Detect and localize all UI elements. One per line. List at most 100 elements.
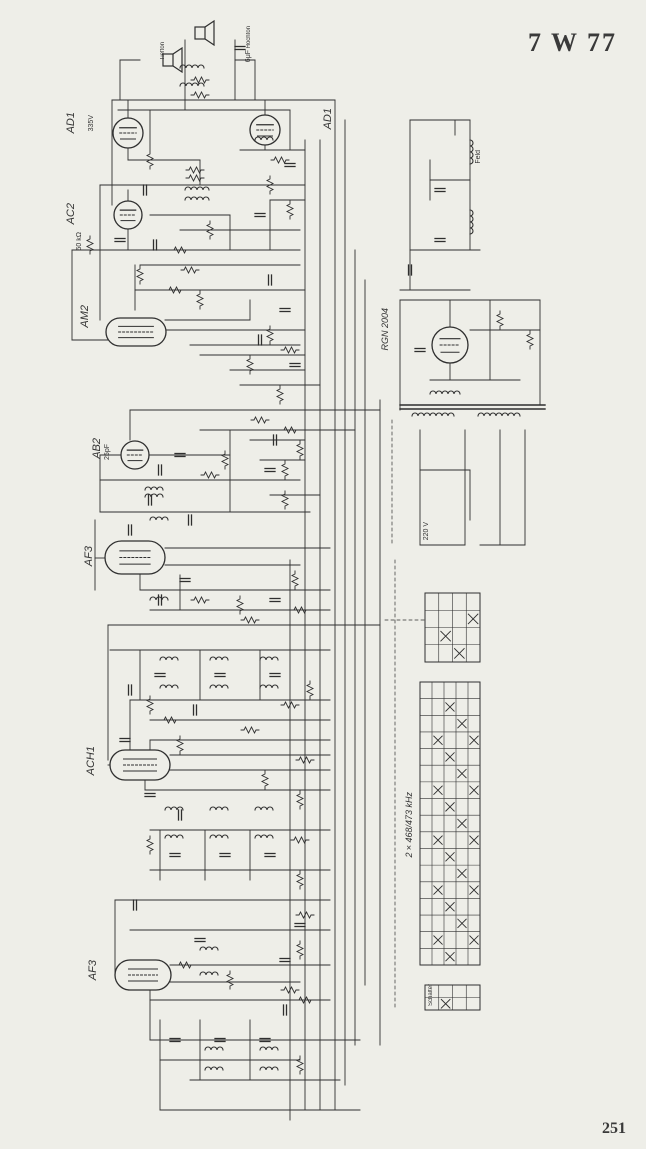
- resistor: [295, 1055, 305, 1075]
- table-cross-mark: [469, 785, 479, 796]
- coil: [199, 971, 219, 976]
- table-cross-mark: [457, 718, 467, 729]
- coils: [144, 64, 521, 1071]
- table-cross-mark: [457, 918, 467, 929]
- ab2-capacitor-label: 25pF: [104, 444, 111, 460]
- resistor: [290, 835, 310, 845]
- speaker-capacitor-label: 6μF: [245, 50, 252, 63]
- coil: [144, 486, 164, 491]
- resistor: [245, 355, 255, 375]
- resistor: [185, 165, 205, 175]
- coil: [179, 64, 205, 69]
- table-cross-mark: [457, 768, 467, 779]
- page-number: 251: [602, 1120, 626, 1137]
- resistor: [275, 385, 285, 405]
- table-cross-mark: [445, 752, 455, 762]
- resistor: [285, 200, 295, 220]
- table-cross-mark: [467, 613, 479, 625]
- coil: [254, 136, 274, 141]
- tube-label-ad1-right: AD1: [322, 108, 334, 130]
- tube-label-ab2: AB2: [91, 438, 103, 459]
- table-cross-mark: [440, 998, 451, 1009]
- wiring: [71, 39, 546, 1121]
- table-cross-mark: [440, 630, 452, 642]
- speaker-treble-magnet: [194, 26, 206, 40]
- capacitors: [114, 45, 446, 1043]
- treble-speaker-label: Hochton: [246, 26, 252, 49]
- resistor: [280, 425, 300, 435]
- resistor: [145, 835, 155, 855]
- coil: [164, 806, 184, 811]
- table-cross-mark: [433, 885, 443, 895]
- resistor: [260, 770, 270, 790]
- tube-label-ac2: AC2: [65, 203, 77, 225]
- resistor: [290, 570, 300, 590]
- coil: [477, 412, 521, 417]
- resistor: [305, 680, 315, 700]
- coil: [254, 834, 274, 839]
- resistor: [205, 220, 215, 240]
- resistor: [235, 595, 245, 615]
- table-cross-mark: [445, 951, 455, 962]
- resistor: [280, 700, 300, 710]
- resistor: [175, 735, 185, 755]
- resistor: [295, 940, 305, 960]
- resistor: [190, 595, 210, 605]
- coil: [254, 806, 274, 811]
- resistor: [190, 75, 210, 85]
- coil: [184, 196, 210, 201]
- tube-label-af3-rf: AF3: [87, 960, 99, 981]
- tube-label-af3-if: AF3: [83, 546, 95, 567]
- coil: [199, 946, 219, 951]
- table-cross-mark: [453, 647, 465, 659]
- resistor: [280, 985, 300, 995]
- table-cross-mark: [433, 785, 443, 796]
- switch-tables: [419, 592, 481, 1011]
- resistors: [85, 75, 535, 1075]
- resistor: [200, 470, 220, 480]
- resistor: [295, 910, 315, 920]
- if-frequency-label: 2×468/473 kHz: [404, 792, 414, 858]
- speakers: [162, 19, 215, 74]
- resistor: [265, 175, 275, 195]
- resistor: [240, 615, 260, 625]
- ac2-grid-resistor-label: 50 kΩ: [76, 232, 83, 251]
- tube-label-ach1: ACH1: [85, 746, 97, 776]
- switch-position-table: [419, 681, 481, 966]
- coil: [164, 834, 184, 839]
- resistor: [195, 290, 205, 310]
- table-cross-mark: [469, 885, 479, 895]
- resistor: [145, 150, 155, 170]
- resistor: [240, 725, 260, 735]
- coil: [144, 493, 164, 498]
- resistor: [495, 310, 505, 330]
- coil: [179, 82, 205, 87]
- table-cross-mark: [457, 818, 467, 829]
- coil: [259, 1066, 279, 1071]
- tube-label-ad1-left: AD1: [65, 112, 77, 134]
- resistor: [280, 345, 300, 355]
- coil: [429, 390, 461, 395]
- tubes: [104, 114, 469, 991]
- table-cross-mark: [445, 702, 455, 712]
- coil: [184, 186, 210, 191]
- resistor: [270, 155, 290, 165]
- table-cross-mark: [457, 868, 467, 879]
- coil: [204, 1066, 224, 1071]
- resistor: [525, 330, 535, 350]
- resistor: [85, 235, 95, 255]
- resistor: [185, 173, 205, 183]
- table-cross-mark: [445, 802, 455, 812]
- coil: [469, 209, 474, 235]
- resistor: [220, 450, 230, 470]
- tube-af3-if: [104, 540, 166, 575]
- resistor: [295, 440, 305, 460]
- rectifier-label: RGN 2004: [380, 308, 390, 351]
- resistor: [180, 265, 200, 275]
- resistor: [280, 460, 290, 480]
- speaker-bass-magnet: [162, 53, 174, 67]
- resistor: [295, 870, 305, 890]
- table-cross-mark: [433, 735, 443, 746]
- table-cross-mark: [433, 835, 443, 845]
